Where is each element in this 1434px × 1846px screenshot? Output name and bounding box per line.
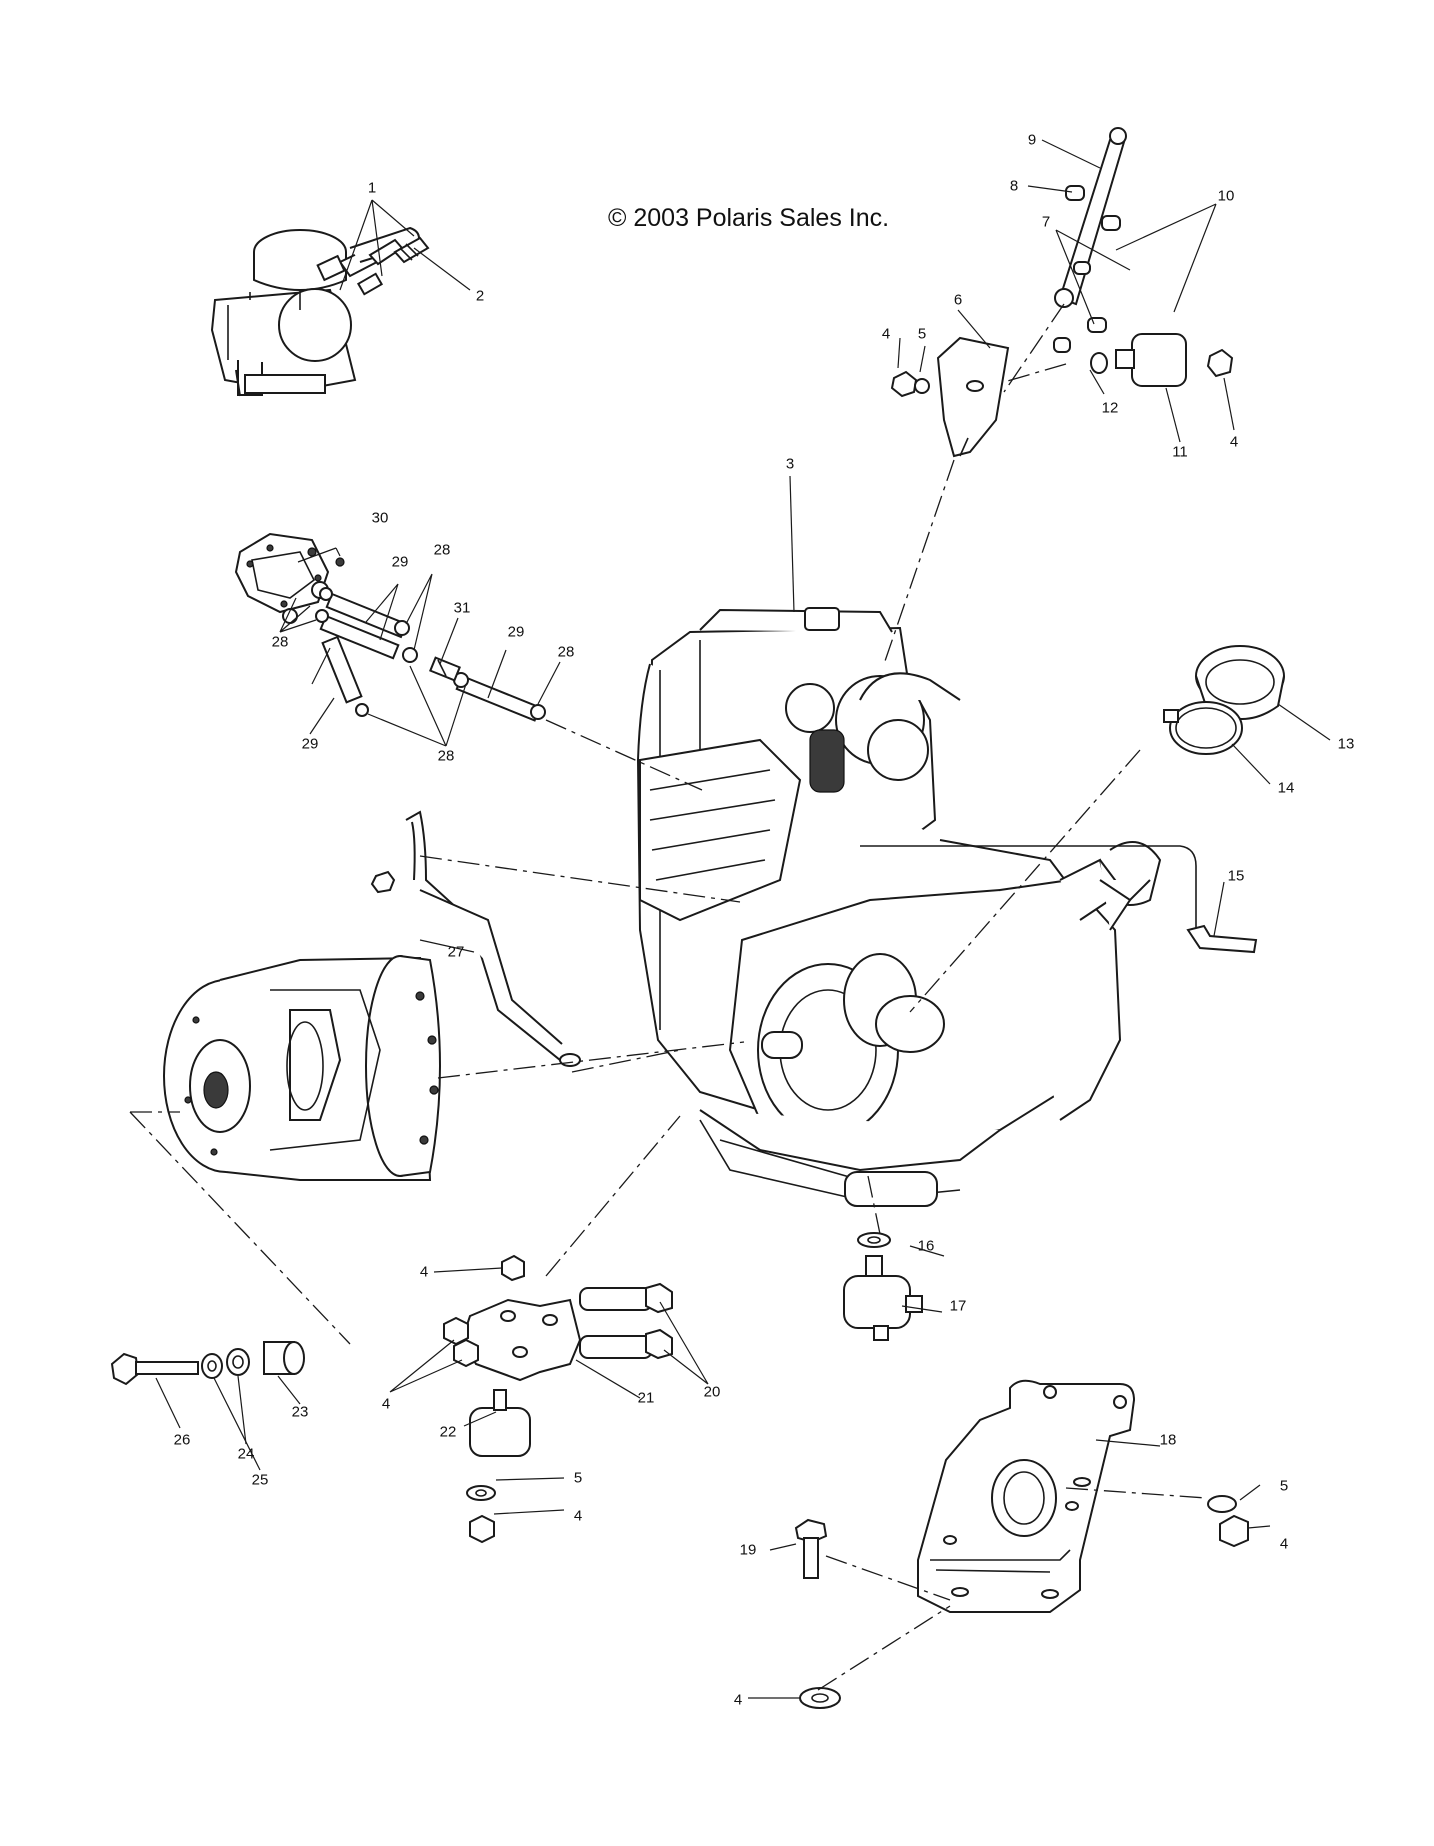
- fuel-pump-screws: [307, 547, 345, 567]
- callout-labels: 1 2 3 4 4 4 4 4 4 4 5 5 5 6 7 8 9 10 11 …: [174, 132, 1355, 1709]
- fuel-filter: [429, 656, 461, 682]
- engine-intake-boot: [1099, 879, 1151, 902]
- callout-18: 18: [1160, 1432, 1177, 1449]
- front-mount-nut: [469, 1514, 495, 1544]
- mount-nut-upper-right: [1206, 348, 1234, 378]
- callout-4: 4: [1230, 434, 1238, 451]
- callout-4: 4: [420, 1264, 428, 1281]
- callout-14: 14: [1278, 780, 1295, 797]
- mount-bracket: [936, 336, 1010, 458]
- carburetor: [210, 226, 420, 397]
- callout-leaders: [155, 139, 1331, 1699]
- callout-11: 11: [1172, 444, 1188, 461]
- callout-28: 28: [558, 644, 575, 661]
- engine-assembly: [636, 607, 1162, 1207]
- callout-4: 4: [382, 1396, 390, 1413]
- front-rubber-mount: [469, 1389, 531, 1457]
- plate-bolt: [794, 1518, 828, 1579]
- oil-line: [370, 810, 581, 1067]
- callout-8: 8: [1010, 178, 1018, 195]
- callout-22: 22: [440, 1424, 457, 1441]
- rear-mount-washer: [857, 1232, 891, 1248]
- callout-28: 28: [434, 542, 451, 559]
- callout-15: 15: [1228, 868, 1245, 885]
- callout-31: 31: [454, 600, 471, 617]
- plate-nut-bottom: [799, 1687, 841, 1709]
- rod-end-parts: [1053, 185, 1121, 353]
- callout-4: 4: [734, 1692, 742, 1709]
- copyright-notice: © 2003 Polaris Sales Inc.: [608, 204, 890, 232]
- callout-28: 28: [438, 748, 455, 765]
- vent-tube: [860, 845, 1258, 954]
- callout-4: 4: [1280, 1536, 1288, 1553]
- callout-20: 20: [704, 1384, 721, 1401]
- callout-10: 10: [1218, 188, 1235, 205]
- callout-17: 17: [950, 1298, 967, 1315]
- mounting-plate: [917, 1379, 1136, 1613]
- callout-30: 30: [372, 510, 389, 527]
- front-mount-nuts: [443, 1254, 525, 1368]
- rear-rubber-mount: [843, 1255, 923, 1341]
- callout-21: 21: [638, 1390, 655, 1407]
- callout-4: 4: [574, 1508, 582, 1525]
- front-mount-bracket: [460, 1298, 582, 1382]
- callout-9: 9: [1028, 132, 1036, 149]
- callout-6: 6: [954, 292, 962, 309]
- clutch-bolt: [110, 1352, 199, 1386]
- mount-bolt-upper-left: [890, 370, 930, 398]
- fuel-hoses-and-clamps: [315, 587, 546, 722]
- drive-clutch: [163, 955, 441, 1181]
- callout-1: 1: [368, 180, 376, 197]
- assembly-lines: [129, 303, 1207, 1691]
- callout-3: 3: [786, 456, 794, 473]
- callout-24: 24: [238, 1446, 255, 1463]
- callout-5: 5: [574, 1470, 582, 1487]
- callout-19: 19: [740, 1542, 757, 1559]
- callout-13: 13: [1338, 736, 1355, 753]
- plate-nut-right: [1219, 1514, 1249, 1548]
- clutch-washer-large: [226, 1348, 250, 1376]
- callout-28: 28: [272, 634, 289, 651]
- callout-29: 29: [302, 736, 319, 753]
- clutch-washer-small: [201, 1353, 223, 1379]
- callout-5: 5: [1280, 1478, 1288, 1495]
- rubber-mount-upper: [1090, 333, 1187, 387]
- callout-12: 12: [1102, 400, 1119, 417]
- callout-23: 23: [292, 1404, 309, 1421]
- callout-16: 16: [918, 1238, 935, 1255]
- callout-29: 29: [392, 554, 409, 571]
- callout-7: 7: [1042, 214, 1050, 231]
- callout-5: 5: [918, 326, 926, 343]
- carburetor-fitting: [393, 236, 430, 264]
- plate-washer: [1207, 1495, 1237, 1513]
- front-mount-bolts: [579, 1282, 673, 1360]
- callout-2: 2: [476, 288, 484, 305]
- front-mount-washer: [466, 1485, 496, 1501]
- callout-25: 25: [252, 1472, 269, 1489]
- callout-27: 27: [448, 944, 465, 961]
- callout-29: 29: [508, 624, 525, 641]
- clutch-spacer: [263, 1341, 305, 1375]
- callout-26: 26: [174, 1432, 191, 1449]
- callout-4: 4: [882, 326, 890, 343]
- hose-clamp: [1163, 701, 1243, 755]
- fuel-pump: [234, 532, 330, 624]
